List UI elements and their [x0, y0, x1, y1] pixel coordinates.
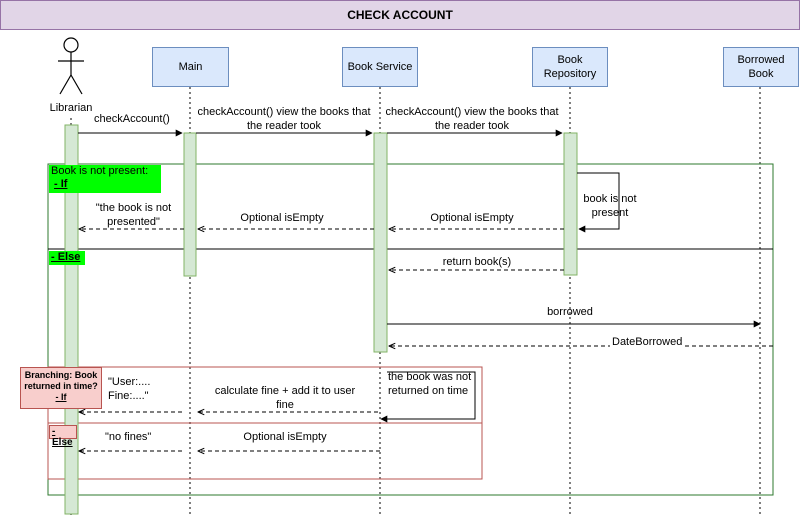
label-check-account-1: checkAccount()	[94, 113, 170, 125]
inner-fragment-condition: Branching: Book returned in time? - If	[20, 367, 102, 409]
msg-self-book-not-returned	[380, 371, 476, 423]
lifeline-header-main: Main	[152, 47, 229, 87]
label-calculate-fine: calculate fine + add it to user fine	[214, 385, 356, 411]
label-borrowed: borrowed	[547, 306, 593, 318]
label-check-account-2: checkAccount() view the books that the r…	[197, 106, 371, 132]
activation-book-repository	[563, 132, 578, 276]
label-no-fines: "no fines"	[105, 431, 152, 443]
label-return-books: return book(s)	[442, 256, 512, 268]
label-date-borrowed: DateBorrowed	[610, 335, 685, 349]
activation-main	[183, 132, 197, 277]
label-optional-empty-repo: Optional isEmpty	[430, 212, 514, 224]
lifeline-header-borrowed-book: Borrowed Book	[723, 47, 799, 87]
inner-fragment-else-label: - Else	[49, 425, 77, 448]
actor-label: Librarian	[49, 102, 93, 114]
outer-fragment-if-label: - If	[54, 178, 68, 190]
lifeline-header-book-service: Book Service	[342, 47, 418, 87]
activation-librarian	[64, 124, 79, 515]
lifeline-header-book-repository: Book Repository	[532, 47, 608, 87]
label-book-not-presented: "the book is not presented"	[95, 202, 172, 228]
outer-fragment-else-label: - Else	[49, 251, 85, 265]
activation-book-service	[373, 132, 388, 353]
outer-fragment-condition-text: Book is not present:	[51, 165, 149, 177]
diagram-title: CHECK ACCOUNT	[0, 0, 800, 30]
librarian-actor-icon	[58, 37, 84, 95]
outer-fragment	[47, 163, 774, 496]
label-optional-empty-else: Optional isEmpty	[243, 431, 327, 443]
label-book-not-returned-self: the book was not returned on time	[388, 371, 472, 397]
label-optional-empty-service: Optional isEmpty	[240, 212, 324, 224]
label-user-fine: "User:.... Fine:...."	[108, 376, 151, 402]
outer-fragment-condition: Book is not present: - If	[49, 165, 161, 193]
inner-fragment-condition-text: Branching: Book returned in time?	[24, 370, 98, 391]
label-check-account-3: checkAccount() view the books that the r…	[385, 106, 559, 132]
label-book-not-present-self: book is not present	[583, 193, 637, 219]
inner-fragment-if-label: - If	[55, 392, 67, 402]
msg-self-book-not-present	[577, 172, 620, 233]
